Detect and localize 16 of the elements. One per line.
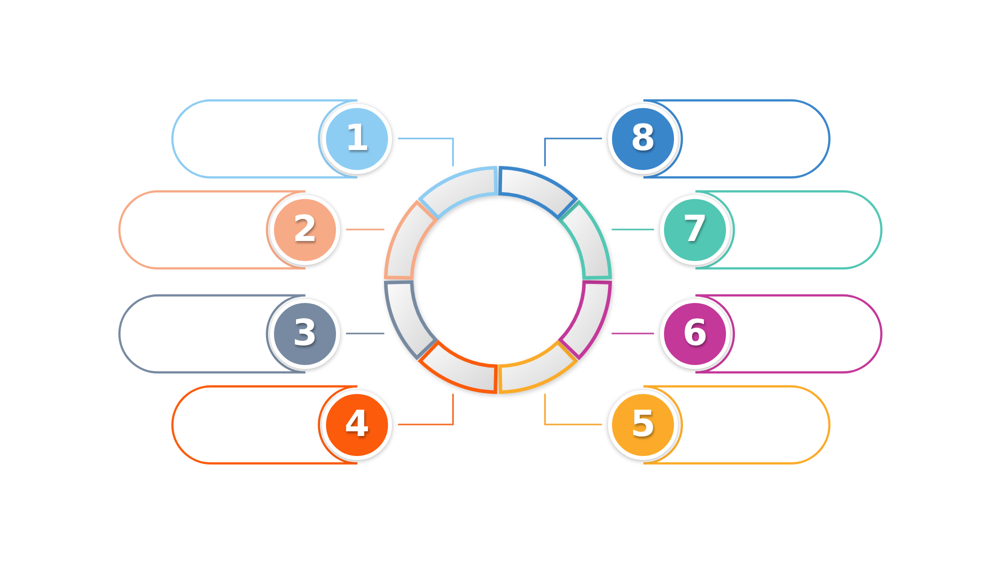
connector-line	[612, 332, 654, 334]
connector-line	[398, 394, 454, 426]
ring-segment	[384, 282, 438, 359]
connector-line	[346, 228, 384, 230]
ring-segment	[419, 166, 496, 220]
connector-line	[346, 332, 384, 334]
ring-segment	[558, 201, 612, 278]
connector-line	[544, 138, 602, 166]
ring-segment	[558, 282, 612, 359]
connector-line	[544, 394, 602, 426]
ring-segment	[500, 340, 577, 394]
connector-line	[398, 138, 454, 166]
connector-line	[612, 228, 654, 230]
ring-segment	[419, 340, 496, 394]
ring-segment	[500, 166, 577, 220]
ring-segment	[384, 201, 438, 278]
